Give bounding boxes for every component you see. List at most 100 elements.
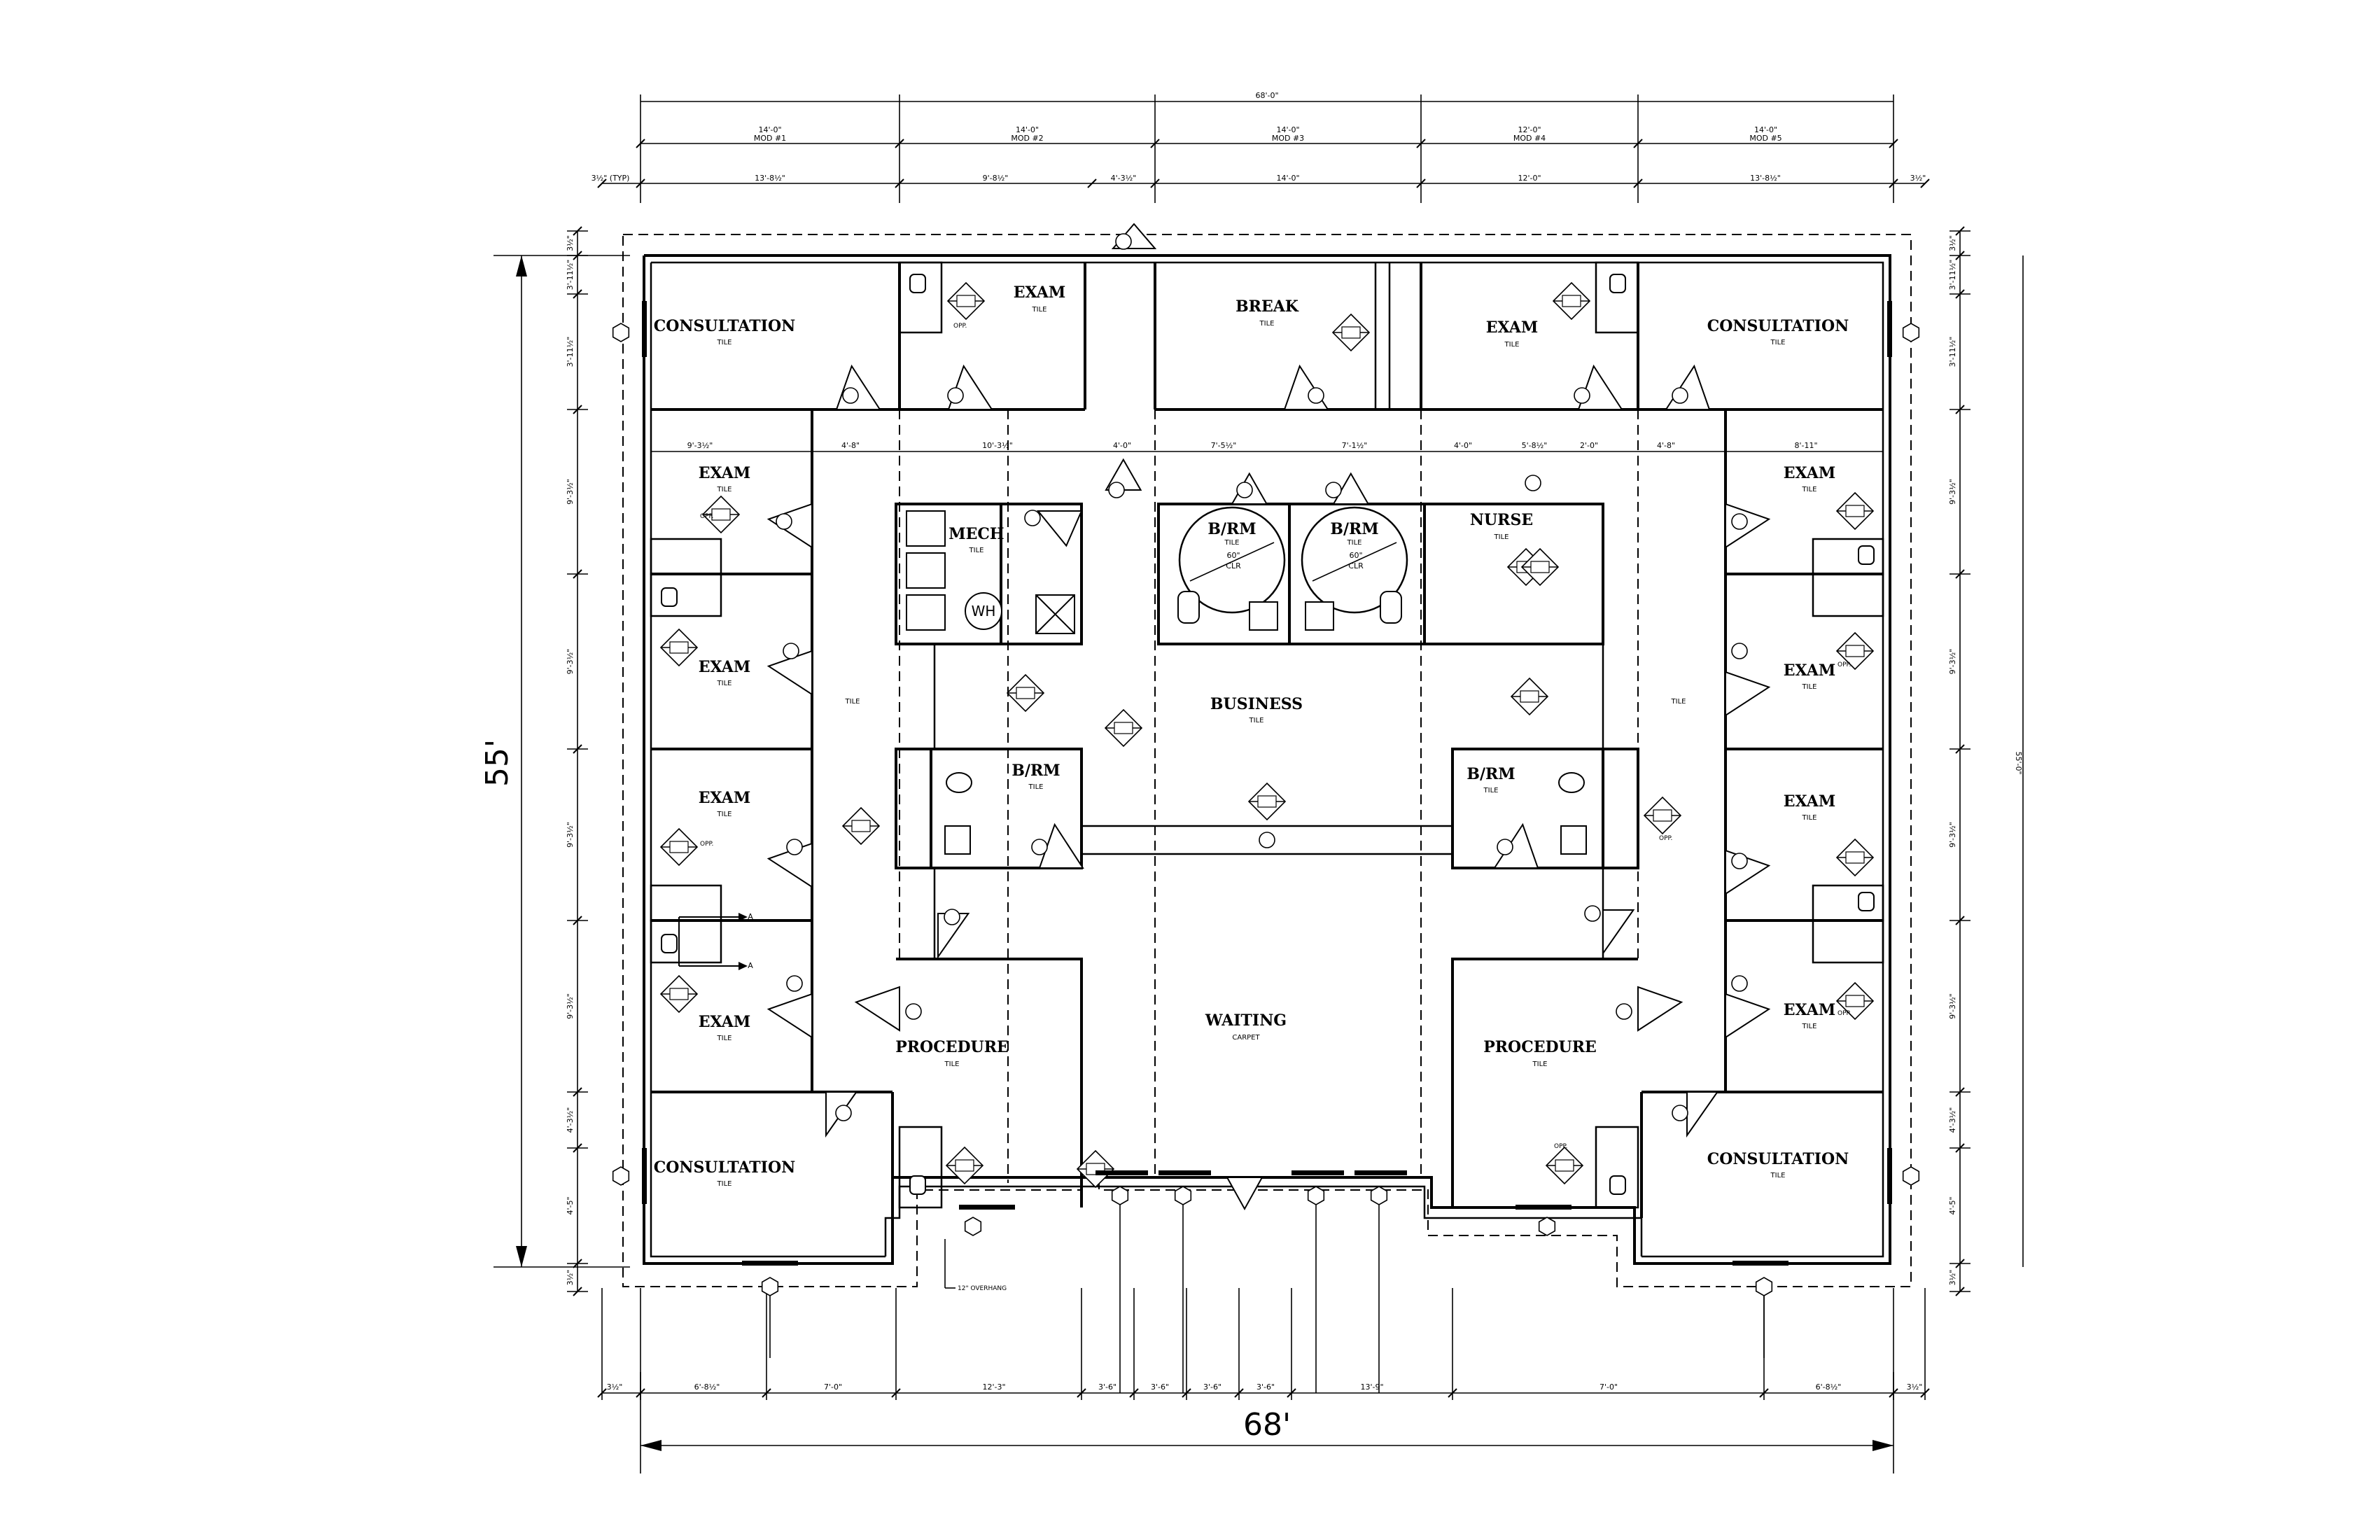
svg-text:EXAM: EXAM [699,789,750,807]
side-dim: 3'-11½" [1948,337,1957,368]
inner-dim: 9'-3½" [687,441,713,450]
svg-text:TILE: TILE [1770,1172,1786,1180]
sink-icon [1609,274,1626,293]
side-dimensions: 3½"3½"3'-11½"3'-11½"3'-11½"3'-11½"9'-3½"… [566,226,1970,1296]
window-tag [1538,1217,1556,1236]
sink-icon [1858,545,1875,565]
svg-text:TILE: TILE [717,1035,732,1042]
top-sub-dim: 14'-0" [1276,174,1299,183]
window-tag [1755,1277,1773,1296]
door-tag [1616,1003,1632,1020]
top-sub-dim: 13'-8½" [1750,174,1781,183]
svg-text:TILE: TILE [1802,1023,1817,1030]
window-tag [1307,1186,1325,1205]
door-swing [854,986,900,1032]
door-tag [1031,839,1048,855]
svg-text:TILE: TILE [1028,783,1044,791]
door-tag [783,643,799,659]
door-swing [835,364,881,410]
top-sub-dim: 12'-0" [1518,174,1541,183]
inner-dim: 7'-1½" [1342,441,1368,450]
water-heater-icon [965,592,1002,630]
room-consult-br: CONSULTATION TILE [1707,1150,1849,1180]
overhang-note: 12" OVERHANG [958,1285,1007,1292]
windows [642,301,1892,1266]
side-dim: 9'-3½" [1948,822,1957,848]
brm-clearance-circles: 60" CLR 60" CLR [1178,506,1408,614]
top-module-label: MOD #5 [1749,134,1782,143]
svg-text:TILE: TILE [944,1060,960,1068]
inner-dim: 4'-0" [1454,441,1472,450]
svg-text:WAITING: WAITING [1205,1011,1287,1030]
svg-text:TILE: TILE [1494,533,1509,541]
door-tag [842,387,859,404]
svg-text:PROCEDURE: PROCEDURE [895,1038,1009,1056]
svg-text:OPP.: OPP. [1659,835,1672,842]
svg-text:TILE: TILE [1504,341,1520,349]
plumbing-fixtures [661,274,1875,1195]
sink-icon [661,934,678,953]
bottom-dim: 7'-0" [824,1382,842,1392]
door-swing [1665,364,1711,410]
door-tag [1731,513,1748,530]
svg-text:MECH: MECH [948,525,1004,543]
door-tag [1108,482,1125,498]
door-tag [1024,510,1041,526]
door-swing [1686,1091,1719,1138]
bottom-dim: 12'-3" [982,1382,1005,1392]
door-tag [1574,387,1590,404]
side-dim: 3'-11½" [566,337,575,368]
top-module-dim: 14'-0" [1276,125,1299,134]
bottom-dim: 6'-8½" [694,1382,720,1392]
svg-text:EXAM: EXAM [1784,792,1835,811]
door-tag [776,513,792,530]
inner-dim: 10'-3½" [982,441,1013,450]
bottom-dim: 7'-0" [1600,1382,1618,1392]
side-dim: 3½" [566,235,575,251]
svg-text:CONSULTATION: CONSULTATION [1707,1150,1849,1168]
side-dim: 9'-3½" [1948,479,1957,505]
door-swing [1332,472,1370,505]
toilet-icon [1380,591,1402,624]
bottom-dim: 3'-6" [1203,1382,1222,1392]
door-tag [1236,482,1253,498]
sink-icon [909,1175,926,1195]
side-dim: 9'-3½" [1948,993,1957,1019]
inner-dim: 5'-8½" [1522,441,1548,450]
mech-equipment: WH [906,510,1075,634]
top-sub-dim: 3½" [1910,174,1926,183]
door-tag [786,839,803,855]
top-module-label: MOD #1 [754,134,786,143]
svg-text:EXAM: EXAM [1014,284,1065,302]
inner-dim: 2'-0" [1580,441,1598,450]
opp-labels: OPP. OPP. OPP. OPP. OPP. OPP. OPP. [700,323,1851,1150]
svg-text:EXAM: EXAM [699,464,750,482]
top-module-dim: 12'-0" [1518,125,1541,134]
door-tag [1325,482,1342,498]
svg-text:TILE: TILE [717,339,732,346]
door-tag [835,1105,852,1121]
side-dim: 3½" [1948,1270,1957,1286]
door-swing [766,993,813,1039]
door-swing [1725,993,1771,1039]
section-markers: A A [678,912,753,970]
tags [612,233,1920,1393]
svg-text:TILE: TILE [1532,1060,1548,1068]
side-dim: 4'-5" [1948,1196,1957,1214]
sink-icon [1560,825,1587,855]
side-dim: 3½" [1948,235,1957,251]
svg-text:TILE: TILE [717,680,732,687]
svg-text:TILE: TILE [1347,539,1362,547]
svg-text:OPP.: OPP. [953,323,967,330]
svg-text:EXAM: EXAM [699,1013,750,1031]
door-swing [1725,503,1771,549]
toilet-icon [1558,772,1585,793]
right-total-dimension: 55'-0" [2014,255,2024,1267]
side-dim: 9'-3½" [1948,649,1957,675]
window-tag [612,1166,630,1186]
doors [766,223,1771,1211]
